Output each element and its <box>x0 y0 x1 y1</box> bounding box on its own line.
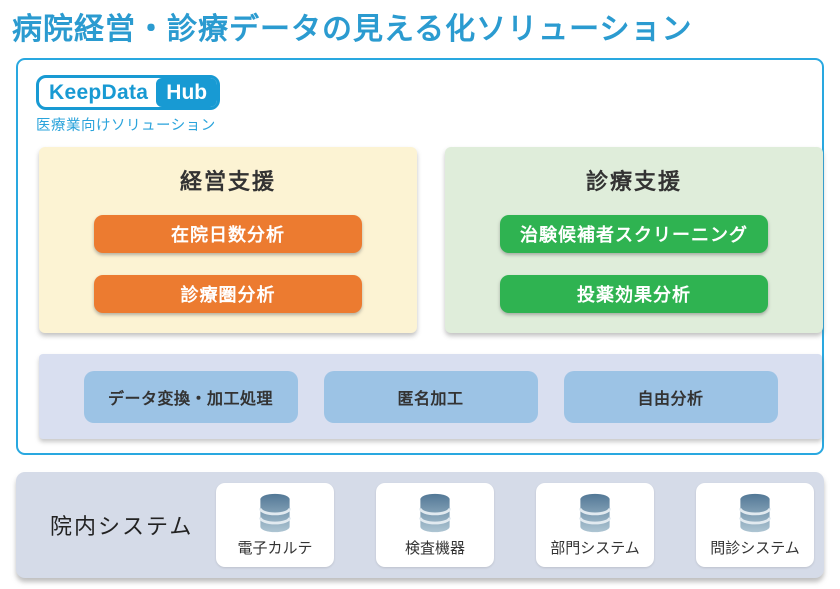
keepdata-hub-logo-mark: KeepData Hub <box>36 75 221 110</box>
keepdata-hub-logo: KeepData Hub 医療業向けソリューション <box>36 75 221 135</box>
clinical-support-title: 診療支援 <box>585 169 682 194</box>
processing-item-free-analysis: 自由分析 <box>563 370 778 423</box>
system-card-label: 電子カルテ <box>237 540 313 557</box>
management-support-title: 経営支援 <box>179 169 276 194</box>
logo-hub-badge: Hub <box>156 78 218 107</box>
data-processing-bar: データ変換・加工処理 匿名加工 自由分析 <box>39 354 822 439</box>
hospital-systems-title: 院内システム <box>50 514 194 539</box>
database-icon <box>259 492 291 534</box>
database-icon <box>579 492 611 534</box>
clinical-item-medication-effect-analysis: 投薬効果分析 <box>500 275 768 313</box>
system-card-label: 部門システム <box>550 540 640 557</box>
hospital-systems-panel: 院内システム 電子カルテ 検査機器 部門システム 問診システム <box>16 472 824 578</box>
system-card-label: 問診システム <box>710 540 800 557</box>
processing-item-anonymization: 匿名加工 <box>323 370 538 423</box>
system-card-electronic-medical-record: 電子カルテ <box>216 483 334 567</box>
management-item-catchment-area-analysis: 診療圏分析 <box>94 275 362 313</box>
processing-item-data-conversion: データ変換・加工処理 <box>83 370 298 423</box>
logo-tagline: 医療業向けソリューション <box>36 118 216 134</box>
management-item-length-of-stay-analysis: 在院日数分析 <box>94 215 362 253</box>
page-title: 病院経営・診療データの見える化ソリューション <box>12 13 693 46</box>
logo-keepdata-text: KeepData <box>49 80 149 104</box>
hospital-systems-cards: 電子カルテ 検査機器 部門システム 問診システム <box>216 483 814 567</box>
system-card-label: 検査機器 <box>404 540 465 557</box>
management-support-box: 経営支援 在院日数分析 診療圏分析 <box>39 147 417 333</box>
clinical-item-trial-candidate-screening: 治験候補者スクリーニング <box>500 215 768 253</box>
system-card-department-system: 部門システム <box>536 483 654 567</box>
system-card-examination-equipment: 検査機器 <box>376 483 494 567</box>
system-card-interview-system: 問診システム <box>696 483 814 567</box>
database-icon <box>419 492 451 534</box>
clinical-support-box: 診療支援 治験候補者スクリーニング 投薬効果分析 <box>445 147 823 333</box>
keepdata-hub-panel: KeepData Hub 医療業向けソリューション 経営支援 在院日数分析 診療… <box>16 58 824 455</box>
database-icon <box>739 492 771 534</box>
